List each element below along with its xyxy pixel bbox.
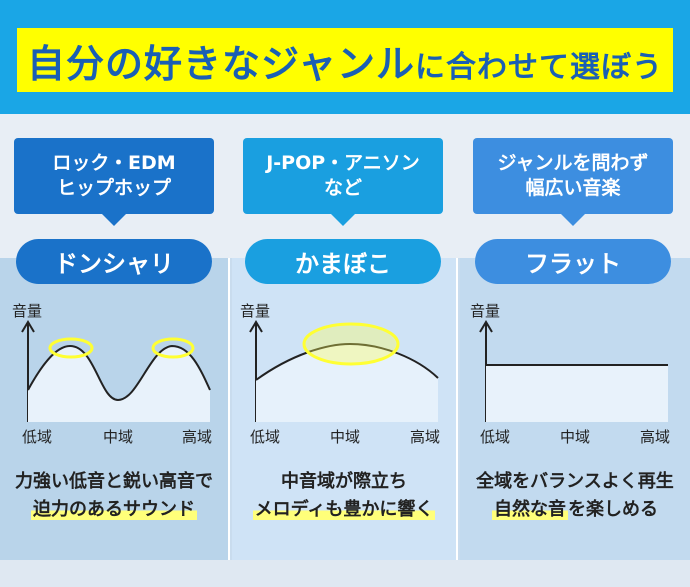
description-1: 力強い低音と鋭い高音で 迫力のあるサウンド xyxy=(0,468,228,524)
x-tick-high: 高域 xyxy=(410,428,440,446)
y-axis-label: 音量 xyxy=(470,302,500,320)
genre-line: ヒップホップ xyxy=(56,177,171,199)
response-curve xyxy=(255,342,439,381)
frequency-chart-2: 音量 低域 中域 高域 xyxy=(240,302,440,446)
y-axis-arrow xyxy=(249,320,263,333)
high-peak-highlight xyxy=(151,337,195,359)
x-tick-high: 高域 xyxy=(640,428,670,446)
description-highlight: 自然な音 xyxy=(492,498,568,520)
frequency-chart-3: 音量 低域 中域 高域 xyxy=(470,302,670,446)
column-divider xyxy=(456,258,458,560)
x-tick-mid: 中域 xyxy=(560,428,590,446)
x-tick-high: 高域 xyxy=(182,428,212,446)
genre-line: ジャンルを問わず xyxy=(497,152,649,175)
response-area xyxy=(256,344,438,422)
title-box: 自分の好きなジャンルに合わせて選ぼう xyxy=(17,28,673,92)
response-area xyxy=(28,346,210,422)
sound-type-label-2: かまぼこ xyxy=(245,239,441,284)
x-tick-low: 低域 xyxy=(22,428,52,446)
sound-type-label-1: ドンシャリ xyxy=(16,239,212,284)
description-line: 中音域が際立ち xyxy=(281,471,407,492)
description-3: 全域をバランスよく再生 自然な音を楽しめる xyxy=(460,468,690,524)
genre-line: ロック・EDM xyxy=(52,152,176,175)
x-tick-mid: 中域 xyxy=(103,428,133,446)
page-title: 自分の好きなジャンルに合わせて選ぼう xyxy=(26,41,664,86)
mid-peak-highlight xyxy=(302,322,400,366)
description-line: を楽しめる xyxy=(568,498,658,520)
description-highlight: メロディも豊かに響く xyxy=(252,498,436,520)
genre-line: J-POP・アニソン xyxy=(266,152,420,175)
response-curve xyxy=(27,344,211,402)
response-area xyxy=(486,365,668,422)
description-2: 中音域が際立ち メロディも豊かに響く xyxy=(232,468,456,524)
genre-bubble-1: ロック・EDM ヒップホップ xyxy=(14,138,214,226)
description-highlight: 迫力のあるサウンド xyxy=(31,498,197,520)
sound-type-label-3: フラット xyxy=(475,239,671,284)
low-peak-highlight xyxy=(48,337,94,359)
footer-strip xyxy=(0,560,690,587)
genre-bubble-3: ジャンルを問わず 幅広い音楽 xyxy=(473,138,673,226)
y-axis-arrow xyxy=(21,320,35,333)
genre-bubble-2: J-POP・アニソン など xyxy=(243,138,443,226)
description-line: 全域をバランスよく再生 xyxy=(476,471,674,492)
description-line: 力強い低音と鋭い高音で xyxy=(15,471,213,492)
x-tick-mid: 中域 xyxy=(330,428,360,446)
genre-line: 幅広い音楽 xyxy=(525,177,621,199)
genre-line: など xyxy=(323,177,362,199)
y-axis-label: 音量 xyxy=(12,302,42,320)
column-divider xyxy=(228,258,230,560)
y-axis-arrow xyxy=(479,320,493,333)
x-tick-low: 低域 xyxy=(250,428,280,446)
frequency-chart-1: 音量 低域 中域 高域 xyxy=(12,302,212,446)
y-axis-label: 音量 xyxy=(240,302,270,320)
x-tick-low: 低域 xyxy=(480,428,510,446)
